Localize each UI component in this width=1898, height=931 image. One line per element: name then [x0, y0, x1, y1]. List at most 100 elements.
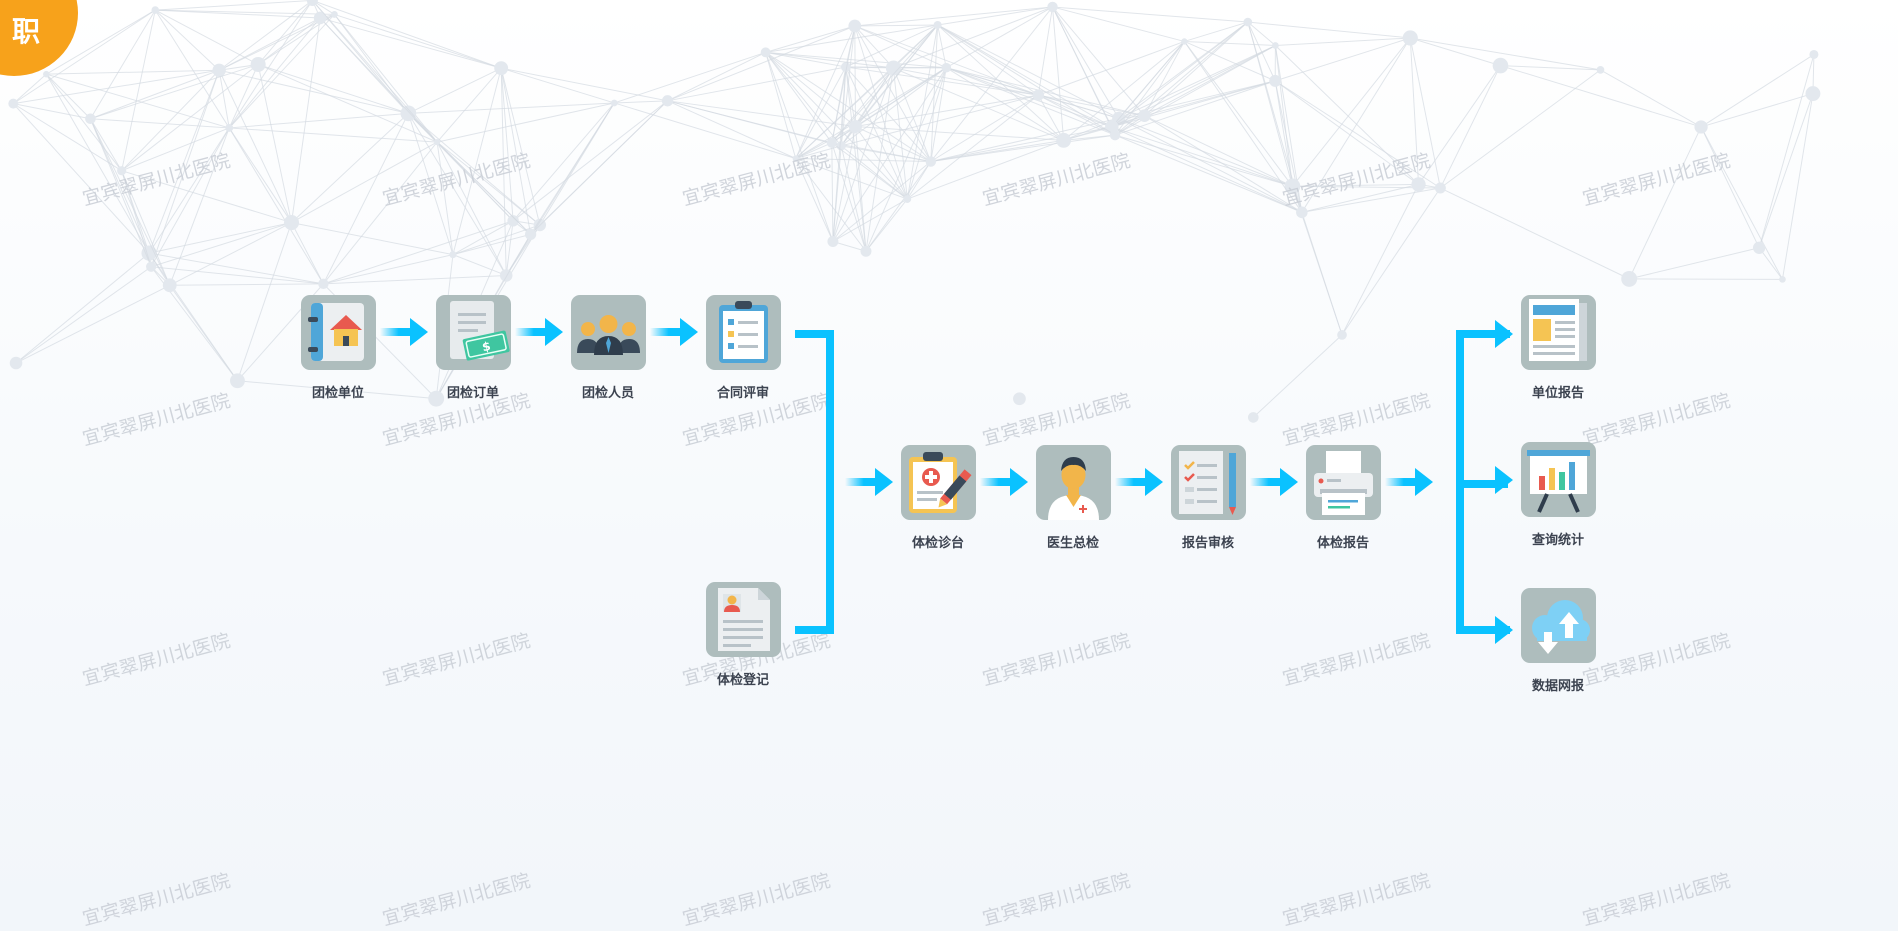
- network-line: [854, 24, 938, 27]
- output-unit-report[interactable]: 单位报告: [1520, 295, 1596, 401]
- network-node: [1694, 120, 1708, 134]
- step-label: 体检诊台: [911, 536, 964, 551]
- step-contract-review[interactable]: 合同评审: [705, 295, 781, 401]
- step-label: 团检订单: [446, 386, 499, 401]
- network-node: [1032, 89, 1045, 101]
- network-line: [1409, 37, 1441, 189]
- flow-arrow: [980, 468, 1028, 496]
- network-line: [765, 52, 834, 242]
- network-line: [854, 25, 908, 200]
- network-line: [765, 51, 908, 200]
- network-line: [322, 113, 409, 285]
- network-line: [1700, 126, 1760, 249]
- step-label: 报告审核: [1181, 536, 1234, 551]
- network-line: [1118, 117, 1303, 213]
- network-line: [1114, 134, 1303, 213]
- network-line: [45, 73, 91, 120]
- report-checklist-pencil-icon: [1170, 445, 1246, 520]
- output-query-stats[interactable]: 查询统计: [1520, 442, 1596, 548]
- network-line: [500, 68, 541, 226]
- network-line: [765, 52, 833, 144]
- module-badge-label: 职: [12, 15, 41, 48]
- network-line: [1301, 183, 1419, 213]
- network-line: [893, 67, 1064, 141]
- network-line: [218, 70, 292, 223]
- network-node: [840, 62, 851, 72]
- network-line: [930, 67, 947, 162]
- network-line: [436, 141, 507, 276]
- network-line: [845, 24, 938, 68]
- network-line: [169, 283, 324, 286]
- network-line: [257, 0, 313, 65]
- network-line: [1600, 69, 1702, 128]
- flow-arrow: [380, 318, 428, 346]
- network-line: [151, 222, 292, 268]
- network-line: [407, 113, 454, 255]
- flow-arrow: [845, 468, 893, 496]
- network-line: [1274, 80, 1419, 185]
- step-exam-clinic[interactable]: 体检诊台: [900, 445, 976, 551]
- printer-icon: [1305, 445, 1381, 520]
- network-node: [1434, 182, 1446, 194]
- step-group-order[interactable]: $ 团检订单: [435, 295, 511, 401]
- network-line: [1114, 41, 1185, 136]
- network-line: [1781, 93, 1814, 280]
- step-exam-report[interactable]: 体检报告: [1305, 445, 1381, 551]
- network-node: [1269, 74, 1282, 87]
- network-line: [1118, 117, 1293, 187]
- network-node: [826, 137, 837, 148]
- document-cash-icon: $: [435, 295, 511, 370]
- network-line: [1183, 41, 1303, 213]
- network-line: [1440, 187, 1630, 280]
- network-line: [795, 142, 833, 159]
- cloud-sync-icon: [1520, 588, 1596, 663]
- output-data-upload[interactable]: 数据网报: [1520, 588, 1596, 694]
- network-line: [865, 67, 947, 252]
- network-line: [667, 25, 855, 102]
- network-line: [1274, 80, 1441, 189]
- flow-arrow: [1115, 468, 1163, 496]
- step-label: 体检报告: [1316, 536, 1369, 551]
- network-line: [334, 14, 438, 143]
- flow-arrow: [1495, 616, 1513, 644]
- network-node: [925, 156, 937, 167]
- network-line: [323, 254, 454, 285]
- network-node: [313, 11, 327, 25]
- step-doctor-review[interactable]: 医生总检: [1035, 445, 1111, 551]
- network-node: [827, 235, 839, 247]
- network-line: [1052, 6, 1120, 119]
- network-line: [452, 254, 507, 276]
- network-line: [1292, 37, 1411, 187]
- network-line: [930, 94, 1039, 162]
- network-node: [43, 70, 50, 78]
- network-line: [257, 64, 293, 223]
- step-group-staff[interactable]: 团检人员: [570, 295, 646, 401]
- network-line: [1247, 21, 1276, 46]
- step-registration[interactable]: 体检登记: [705, 582, 781, 688]
- network-line: [219, 69, 409, 114]
- network-line: [1409, 37, 1420, 185]
- network-line: [13, 103, 122, 172]
- network-line: [334, 14, 409, 114]
- network-line: [1418, 65, 1501, 185]
- network-line: [218, 17, 321, 71]
- network-line: [15, 266, 152, 364]
- network-line: [855, 126, 1064, 141]
- step-label: 团检单位: [311, 386, 364, 401]
- network-line: [1114, 21, 1249, 136]
- network-line: [15, 252, 150, 364]
- network-node: [933, 20, 942, 29]
- network-node: [1284, 178, 1301, 195]
- network-line: [1275, 45, 1419, 185]
- network-line: [946, 67, 1039, 96]
- step-report-audit[interactable]: 报告审核: [1170, 445, 1246, 551]
- network-node: [848, 19, 862, 33]
- network-line: [614, 100, 668, 104]
- network-node: [318, 278, 329, 290]
- network-line: [148, 70, 220, 254]
- network-line: [765, 51, 932, 162]
- step-group-unit[interactable]: 团检单位: [300, 295, 376, 401]
- network-line: [530, 100, 668, 235]
- network-line: [855, 126, 932, 162]
- network-line: [90, 118, 230, 129]
